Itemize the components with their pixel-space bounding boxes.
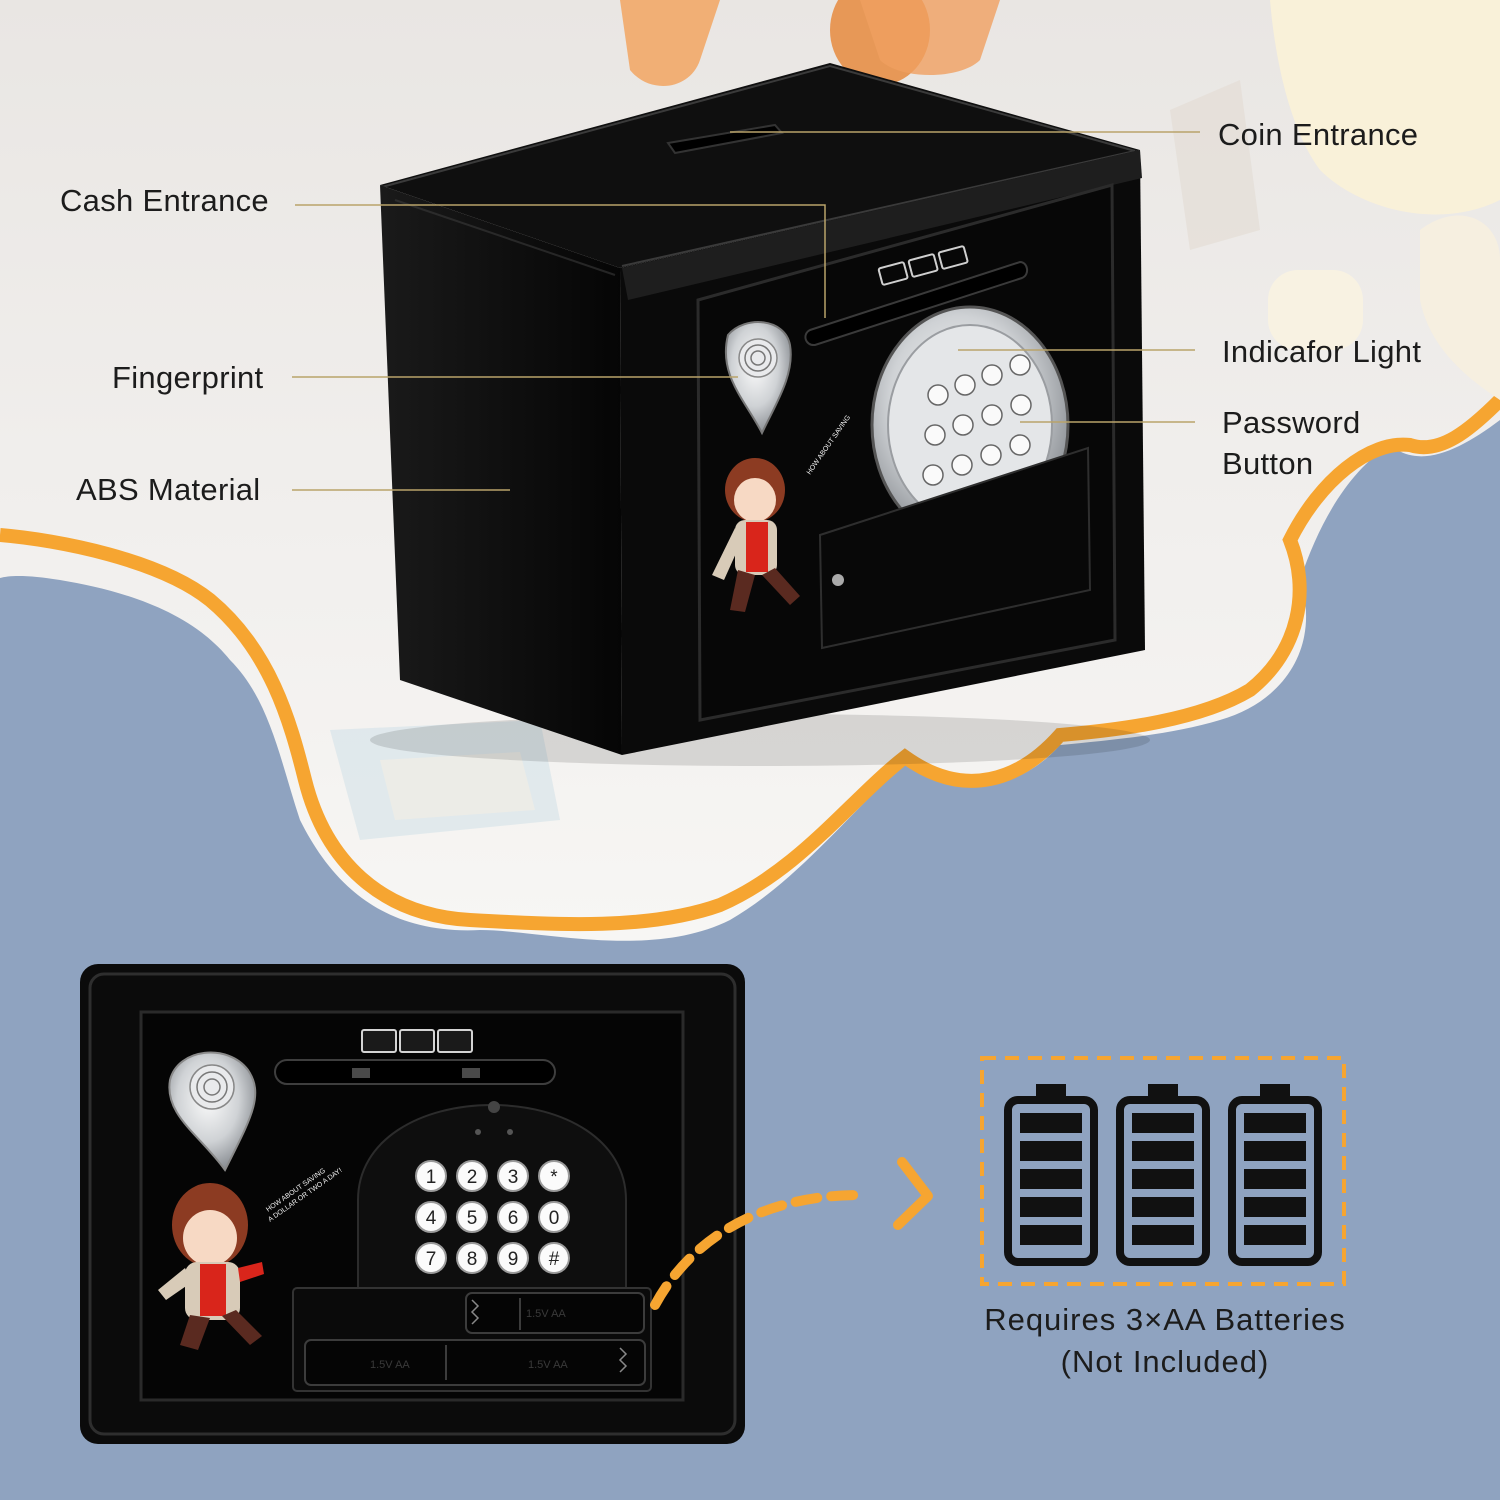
callout-coin-entrance: Coin Entrance — [1218, 117, 1419, 152]
keypad-key-label: 2 — [467, 1167, 478, 1188]
keypad-key-label: 1 — [426, 1167, 437, 1188]
keypad-key — [497, 1160, 529, 1192]
cash-bill-icon — [877, 245, 969, 286]
character-sticker — [158, 1183, 264, 1350]
battery-label: 1.5V AA — [370, 1359, 410, 1371]
battery-icon — [1004, 1084, 1098, 1266]
battery-label: 1.5V AA — [528, 1359, 568, 1371]
keypad-key — [456, 1242, 488, 1274]
keypad-key-label: 4 — [426, 1208, 437, 1229]
dashed-arrow-icon — [650, 1157, 933, 1310]
fingerprint-icon — [724, 321, 792, 436]
keypad-key — [415, 1201, 447, 1233]
keypad-key — [538, 1160, 570, 1192]
keypad-key-label: 7 — [426, 1249, 437, 1270]
battery-icons — [1004, 1084, 1322, 1266]
callout-cash-entrance: Cash Entrance — [60, 183, 269, 218]
battery-icon — [1116, 1084, 1210, 1266]
keypad-key-label: 3 — [508, 1167, 519, 1188]
keypad-key-label: 6 — [508, 1208, 519, 1229]
callout-password-line1: Password — [1222, 405, 1361, 440]
battery-label: 1.5V AA — [526, 1308, 566, 1320]
keypad: 1 2 3 * 4 5 6 0 7 8 9 # — [415, 1160, 570, 1274]
battery-caption-line1: Requires 3×AA Batteries — [984, 1302, 1346, 1337]
keypad-key-label: 0 — [549, 1208, 560, 1229]
callout-indicator-light: Indicafor Light — [1222, 334, 1422, 369]
room-decor — [330, 0, 1500, 840]
keypad-key-label: * — [550, 1167, 558, 1188]
keypad-key-label: 8 — [467, 1249, 478, 1270]
callout-lines — [292, 131, 1200, 491]
safe-front-view: HOW ABOUT SAVING A DOLLAR OR TWO A DAY! — [80, 964, 745, 1444]
keypad-key — [538, 1201, 570, 1233]
keypad-key — [497, 1201, 529, 1233]
battery-icon — [1228, 1084, 1322, 1266]
aa-battery-holder — [304, 1292, 646, 1386]
keypad-key-label: # — [549, 1249, 560, 1270]
callout-fingerprint: Fingerprint — [112, 360, 264, 395]
battery-caption-line2: (Not Included) — [1060, 1344, 1270, 1379]
callout-password-button: Password Button — [1222, 402, 1361, 484]
keypad-key — [456, 1201, 488, 1233]
cash-bill-icon — [361, 1029, 473, 1053]
keypad-key — [538, 1242, 570, 1274]
keypad-key — [456, 1160, 488, 1192]
keypad-key-label: 5 — [467, 1208, 478, 1229]
keypad-key — [415, 1242, 447, 1274]
keypad-key — [415, 1160, 447, 1192]
callout-password-line2: Button — [1222, 446, 1314, 481]
character-sticker — [712, 458, 800, 612]
keypad-key — [497, 1242, 529, 1274]
callout-abs-material: ABS Material — [76, 472, 261, 507]
fingerprint-icon — [168, 1051, 257, 1172]
safe-3d-view: HOW ABOUT SAVING — [370, 63, 1150, 766]
battery-panel-border — [980, 1056, 1346, 1286]
keypad-key-label: 9 — [508, 1249, 519, 1270]
